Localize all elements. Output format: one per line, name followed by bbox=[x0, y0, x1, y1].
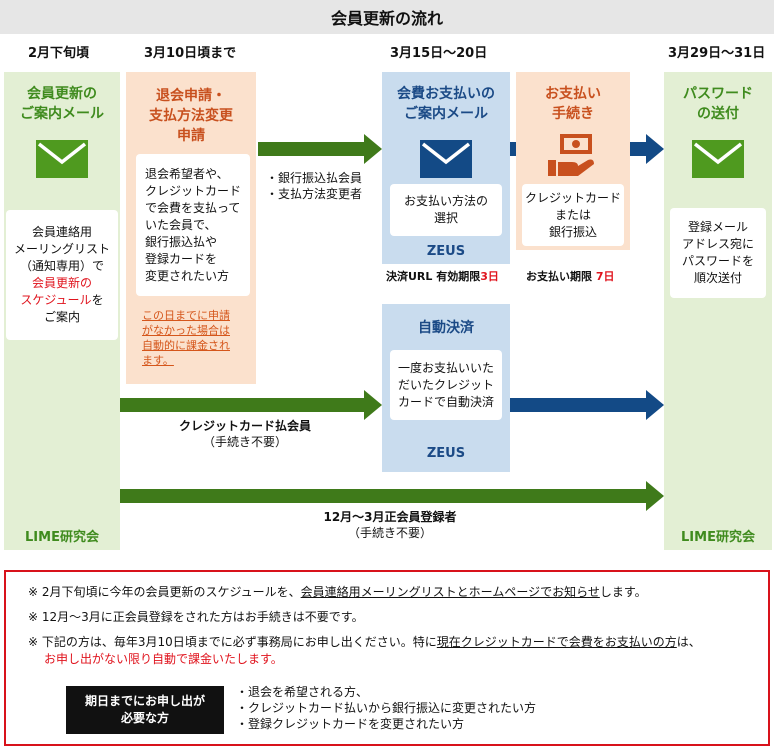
header-mar29: 3月29日〜31日 bbox=[668, 46, 766, 61]
arrow-regular-member bbox=[120, 489, 646, 503]
withdrawal-note: この日までに申請がなかった場合は自動的に課金されます。 bbox=[142, 309, 230, 367]
payment-url-deadline: 決済URL 有効期限3日 bbox=[386, 270, 499, 283]
arrow-bank-transfer bbox=[258, 142, 364, 156]
arrow-auto-to-password bbox=[510, 398, 646, 412]
header-feb: 2月下旬頃 bbox=[28, 46, 90, 61]
note-2: ※ 12月〜3月に正会員登録をされた方はお手続きは不要です。 bbox=[28, 610, 364, 624]
branch-labels: ・銀行振込払会員・支払方法変更者 bbox=[266, 171, 363, 201]
payment-email-text: お支払い方法の選択 bbox=[390, 184, 502, 236]
lime-label-right: LIME研究会 bbox=[681, 530, 755, 545]
header-mar15: 3月15日〜20日 bbox=[390, 46, 488, 61]
envelope-icon bbox=[692, 140, 744, 178]
required-box: 期日までにお申し出が必要な方 bbox=[66, 686, 224, 734]
auto-payment-text: 一度お支払いいただいたクレジットカードで自動決済 bbox=[390, 350, 502, 420]
zeus-label-auto: ZEUS bbox=[426, 446, 466, 461]
note-3: ※ 下記の方は、毎年3月10日頃までに必ず事務局にお申し出ください。特に現在クレ… bbox=[28, 635, 701, 666]
flow-arrows bbox=[120, 134, 664, 511]
payment-procedure-title: お支払い手続き bbox=[545, 86, 601, 122]
password-text: 登録メールアドレス宛にパスワードを順次送付 bbox=[670, 208, 766, 298]
auto-payment-title: 自動決済 bbox=[418, 320, 474, 336]
payment-email-title: 会費お支払いのご案内メール bbox=[397, 86, 495, 122]
credit-card-label: クレジットカード払会員（手続き不要） bbox=[178, 419, 311, 449]
page-title: 会員更新の流れ bbox=[0, 0, 774, 34]
zeus-label: ZEUS bbox=[426, 244, 466, 259]
password-title: パスワードの送付 bbox=[683, 86, 753, 122]
notes: ※ 2月下旬頃に今年の会員更新のスケジュールを、会員連絡用メーリングリストとホー… bbox=[28, 584, 768, 676]
arrow-to-password bbox=[630, 142, 648, 156]
lime-label-left: LIME研究会 bbox=[25, 530, 99, 545]
envelope-icon bbox=[420, 140, 472, 178]
announcement-title: 会員更新のご案内メール bbox=[20, 86, 104, 122]
note-1: ※ 2月下旬頃に今年の会員更新のスケジュールを、会員連絡用メーリングリストとホー… bbox=[28, 585, 647, 599]
arrow-credit-card bbox=[120, 398, 364, 412]
arrow-connector bbox=[510, 142, 516, 156]
withdrawal-title: 退会申請・支払方法変更申請 bbox=[149, 88, 233, 144]
required-list: ・退会を希望される方、 ・クレジットカード払いから銀行振込に変更されたい方 ・登… bbox=[236, 685, 537, 731]
withdrawal-text: 退会希望者や、クレジットカードで会費を支払って いた会員で、銀行振込払や登録カー… bbox=[136, 154, 250, 296]
envelope-icon bbox=[36, 140, 88, 178]
money-hand-icon bbox=[548, 134, 594, 176]
header-mar10: 3月10日頃まで bbox=[144, 46, 237, 61]
regular-member-label: 12月〜3月正会員登録者（手続き不要） bbox=[323, 510, 457, 540]
announcement-text: 会員連絡用 メーリングリスト （通知専用）で 会員更新の スケジュールを ご案内 bbox=[6, 210, 118, 340]
notes-box bbox=[4, 570, 770, 746]
payment-procedure-text: クレジットカードまたは銀行振込 bbox=[522, 184, 624, 246]
payment-deadline: お支払い期限 7日 bbox=[526, 270, 615, 283]
